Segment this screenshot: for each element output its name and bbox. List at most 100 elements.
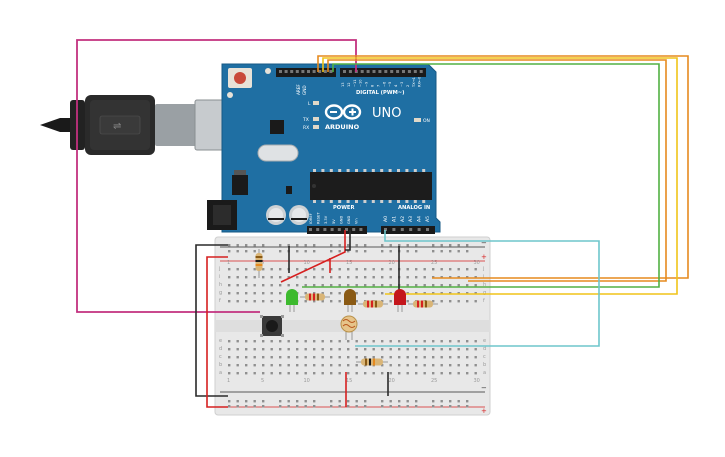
column-number: 1 <box>227 378 230 384</box>
l-label: L <box>308 101 311 107</box>
power-pin-label: GND <box>339 216 343 224</box>
row-letter: h <box>483 282 486 288</box>
red-led[interactable] <box>394 289 406 312</box>
header-pin[interactable] <box>284 70 288 73</box>
digital-pin-label: ~5 <box>388 82 392 87</box>
power-header-label: POWER <box>333 205 354 211</box>
power-pin-label: 3.3V <box>324 215 328 224</box>
rail-minus-top: − <box>481 239 487 247</box>
column-number: 10 <box>304 260 310 266</box>
header-pin[interactable] <box>348 70 352 73</box>
header-pin[interactable] <box>372 70 376 73</box>
header-pin[interactable] <box>312 70 316 73</box>
digital-pin-label: RX←0 <box>418 76 422 87</box>
header-pin[interactable] <box>419 70 423 73</box>
analog-pin-label: A3 <box>408 216 414 222</box>
column-number: 15 <box>346 260 352 266</box>
header-pin[interactable] <box>329 70 333 73</box>
analog-pin-label: A5 <box>425 216 431 222</box>
resistor-1[interactable] <box>255 249 263 278</box>
wire-yellow[interactable] <box>322 57 678 295</box>
header-pin[interactable] <box>413 70 417 73</box>
digital-pin-label: 8 <box>371 84 375 87</box>
digital-pin-label: 12 <box>347 82 351 87</box>
rx-label: RX <box>303 125 309 131</box>
power-pin-label: RESET <box>317 212 321 224</box>
resistor-photo[interactable] <box>356 358 388 366</box>
digital-header-label: DIGITAL (PWM~) <box>356 90 404 96</box>
row-letter: a <box>483 370 486 376</box>
header-pin[interactable] <box>407 70 411 73</box>
header-pin[interactable] <box>307 70 310 73</box>
components[interactable] <box>255 249 439 366</box>
row-letter: b <box>483 362 486 368</box>
gnd-label: GND <box>302 85 307 95</box>
column-number: 1 <box>227 260 230 266</box>
digital-header[interactable] <box>276 68 426 77</box>
analog-pin-label: A2 <box>400 216 406 222</box>
column-number: 25 <box>431 260 437 266</box>
column-number: 30 <box>474 260 480 266</box>
rail-plus-top: + <box>481 253 487 261</box>
header-pin[interactable] <box>290 70 294 73</box>
digital-pin-label: TX→1 <box>412 77 416 88</box>
row-letter: b <box>219 362 222 368</box>
on-label: ON <box>423 118 430 124</box>
header-pin[interactable] <box>301 70 305 73</box>
wire-green[interactable] <box>302 63 660 288</box>
digital-pin-label: ~11 <box>353 79 357 87</box>
rail-plus-bottom: + <box>481 407 487 415</box>
photoresistor[interactable] <box>340 315 358 340</box>
wires[interactable] <box>76 39 689 408</box>
header-pin[interactable] <box>295 70 299 73</box>
digital-pin-label: ~9 <box>365 81 369 87</box>
wire-black-left[interactable] <box>195 244 228 397</box>
wire-magenta[interactable] <box>76 39 357 313</box>
wire-orange-2[interactable] <box>327 59 667 282</box>
atmega328-chip <box>310 169 432 203</box>
wire-black-gnd[interactable] <box>345 230 351 251</box>
analog-header-label: ANALOG IN <box>398 205 430 211</box>
rail-minus-bottom: − <box>481 384 487 392</box>
analog-header[interactable] <box>381 226 435 234</box>
column-number: 10 <box>304 378 310 384</box>
green-led[interactable] <box>286 289 298 312</box>
header-pin[interactable] <box>360 70 364 73</box>
row-letter: g <box>483 290 486 296</box>
header-pin[interactable] <box>396 70 400 73</box>
analog-pin-label: A0 <box>383 216 389 222</box>
header-pin[interactable] <box>378 70 382 73</box>
header-pin[interactable] <box>343 70 346 73</box>
row-letter: j <box>482 266 484 272</box>
svg-text:⇌: ⇌ <box>113 121 121 132</box>
wire-cyan[interactable] <box>355 230 600 347</box>
header-pin[interactable] <box>390 70 394 73</box>
usb-cable[interactable]: ⇌ <box>40 95 231 155</box>
yellow-led[interactable] <box>344 289 356 312</box>
pushbutton[interactable] <box>260 315 284 337</box>
digital-pin-label: 7 <box>376 85 380 87</box>
header-pin[interactable] <box>279 70 282 73</box>
capacitor-left <box>266 205 286 225</box>
row-letter: d <box>219 346 222 352</box>
wire-red-5v[interactable] <box>280 230 346 283</box>
header-pin[interactable] <box>318 70 322 73</box>
header-pin[interactable] <box>366 70 370 73</box>
header-pin[interactable] <box>323 70 327 73</box>
wire-orange-1[interactable] <box>317 55 689 279</box>
arduino-logo-icon <box>324 104 362 120</box>
resistor-red[interactable] <box>408 300 438 308</box>
wire-red-left[interactable] <box>206 256 228 408</box>
power-header[interactable] <box>307 226 367 234</box>
digital-pin-label: ~3 <box>400 82 404 87</box>
header-pin[interactable] <box>384 70 388 73</box>
row-letter: i <box>483 274 484 280</box>
digital-pin-label: 4 <box>394 84 398 87</box>
resistor-yellow[interactable] <box>358 300 388 308</box>
column-number: 25 <box>431 378 437 384</box>
header-pin[interactable] <box>402 70 405 73</box>
resistor-green[interactable] <box>300 293 330 301</box>
